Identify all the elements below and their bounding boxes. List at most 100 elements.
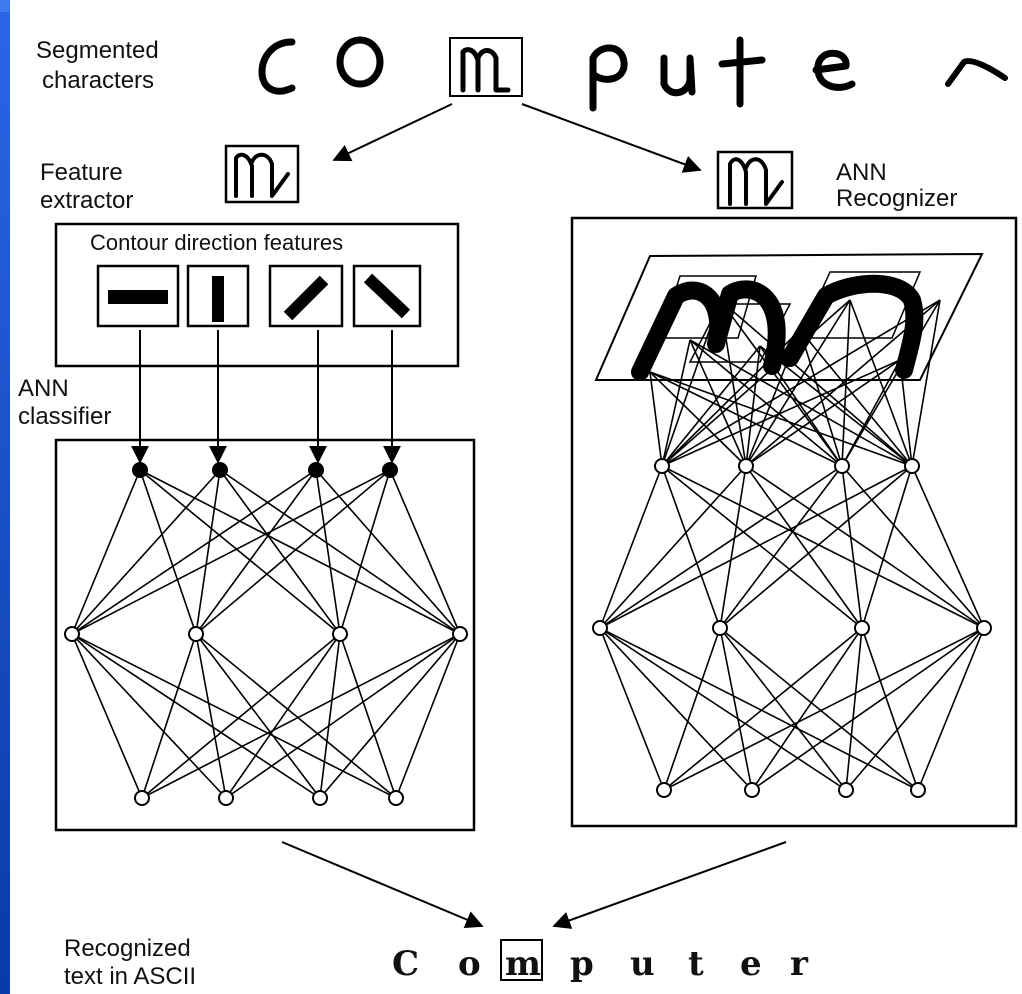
network-node: [656, 782, 672, 798]
network-connection: [225, 633, 461, 799]
receptive-connection: [689, 339, 913, 467]
contour-features-box: [54, 222, 460, 368]
network-connection: [599, 465, 913, 629]
ann-classifier-label-line1: ANN: [18, 375, 69, 402]
receptive-connection: [719, 299, 747, 467]
network-node: [388, 790, 404, 806]
ann-classifier-label-line2: classifier: [18, 403, 111, 430]
segmented-m-box: [449, 37, 523, 97]
network-connection: [195, 469, 317, 635]
ascii-letter: p: [570, 944, 594, 984]
receptive-connection: [841, 299, 941, 467]
arrow-to-feature-extractor: [332, 103, 453, 162]
network-connection: [71, 469, 391, 635]
ann-classifier-network: [64, 462, 468, 806]
hand-letter-o: [336, 36, 384, 88]
arrow-to-ann-recognizer: [521, 103, 702, 173]
network-connection: [663, 627, 863, 791]
network-node: [212, 462, 228, 478]
ascii-letter: m: [505, 944, 541, 984]
network-connection: [745, 465, 863, 629]
receptive-connection: [661, 345, 761, 467]
network-connection: [745, 465, 985, 629]
network-connection: [195, 469, 391, 635]
receptive-connection: [649, 371, 913, 467]
handwritten-word: [258, 36, 1008, 112]
receptive-connection: [649, 371, 747, 467]
receptive-connection: [841, 299, 851, 467]
network-connection: [319, 633, 461, 799]
network-node: [218, 790, 234, 806]
receptive-connection: [649, 371, 663, 467]
hand-letter-m: [460, 47, 511, 93]
receptive-connection: [745, 359, 901, 467]
hand-letter-r: [945, 58, 1008, 87]
network-connection: [719, 465, 913, 629]
network-connection: [71, 633, 397, 799]
arrow-classifier-to-output: [281, 841, 484, 929]
network-node: [904, 458, 920, 474]
receptive-connection: [911, 299, 941, 467]
network-node: [132, 462, 148, 478]
hand-letter-u: [660, 54, 696, 97]
ann-recognizer-label-line1: ANN: [836, 159, 887, 186]
receptive-connection: [745, 345, 761, 467]
receptive-connection: [745, 299, 941, 467]
network-connection: [141, 633, 341, 799]
feature-extractor-label-line2: extractor: [40, 187, 133, 214]
network-connection: [339, 469, 391, 635]
network-connection: [389, 469, 461, 635]
ascii-letter: r: [790, 944, 809, 984]
feature-m-box: [224, 144, 300, 204]
contour-feature-diagonal-up: [268, 264, 344, 328]
receptive-connection: [799, 329, 913, 467]
receptive-connection: [759, 345, 843, 467]
network-connection: [719, 627, 847, 791]
network-connection: [315, 469, 461, 635]
network-node: [738, 458, 754, 474]
network-connection: [219, 469, 341, 635]
receptive-connection: [661, 339, 691, 467]
slide-left-border: [0, 0, 10, 994]
recognizer-m-box: [716, 150, 794, 210]
network-node: [134, 790, 150, 806]
contour-feature-horizontal: [96, 264, 180, 328]
ocr-pipeline-diagram: Segmented characters Feature extractor A…: [18, 36, 1018, 990]
network-connection: [219, 469, 461, 635]
network-connection: [911, 465, 985, 629]
ann-recognizer-network: [592, 299, 992, 798]
network-node: [312, 790, 328, 806]
network-connection: [599, 627, 847, 791]
network-node: [712, 620, 728, 636]
network-node: [64, 626, 80, 642]
feature-m-glyph: [234, 152, 290, 198]
network-connection: [141, 633, 461, 799]
receptive-connection: [661, 329, 801, 467]
network-connection: [71, 469, 317, 635]
ascii-highlight-box: [500, 939, 543, 981]
network-connection: [195, 633, 321, 799]
network-connection: [225, 633, 341, 799]
network-connection: [599, 627, 665, 791]
network-connection: [71, 633, 321, 799]
network-connection: [751, 627, 863, 791]
network-node: [188, 626, 204, 642]
network-connection: [661, 465, 985, 629]
network-connection: [71, 469, 221, 635]
network-connection: [599, 627, 919, 791]
receptive-connection: [719, 299, 843, 467]
network-node: [308, 462, 324, 478]
ann-classifier-box: [54, 438, 476, 832]
network-connection: [71, 633, 143, 799]
network-connection: [719, 627, 919, 791]
network-connection: [139, 469, 341, 635]
network-connection: [845, 627, 985, 791]
segmented-label-line2: characters: [42, 67, 154, 94]
hand-letter-e: [812, 49, 856, 91]
ann-recognizer-box: [570, 216, 1018, 828]
network-connection: [315, 469, 341, 635]
network-connection: [751, 627, 985, 791]
network-node: [910, 782, 926, 798]
network-connection: [719, 465, 843, 629]
